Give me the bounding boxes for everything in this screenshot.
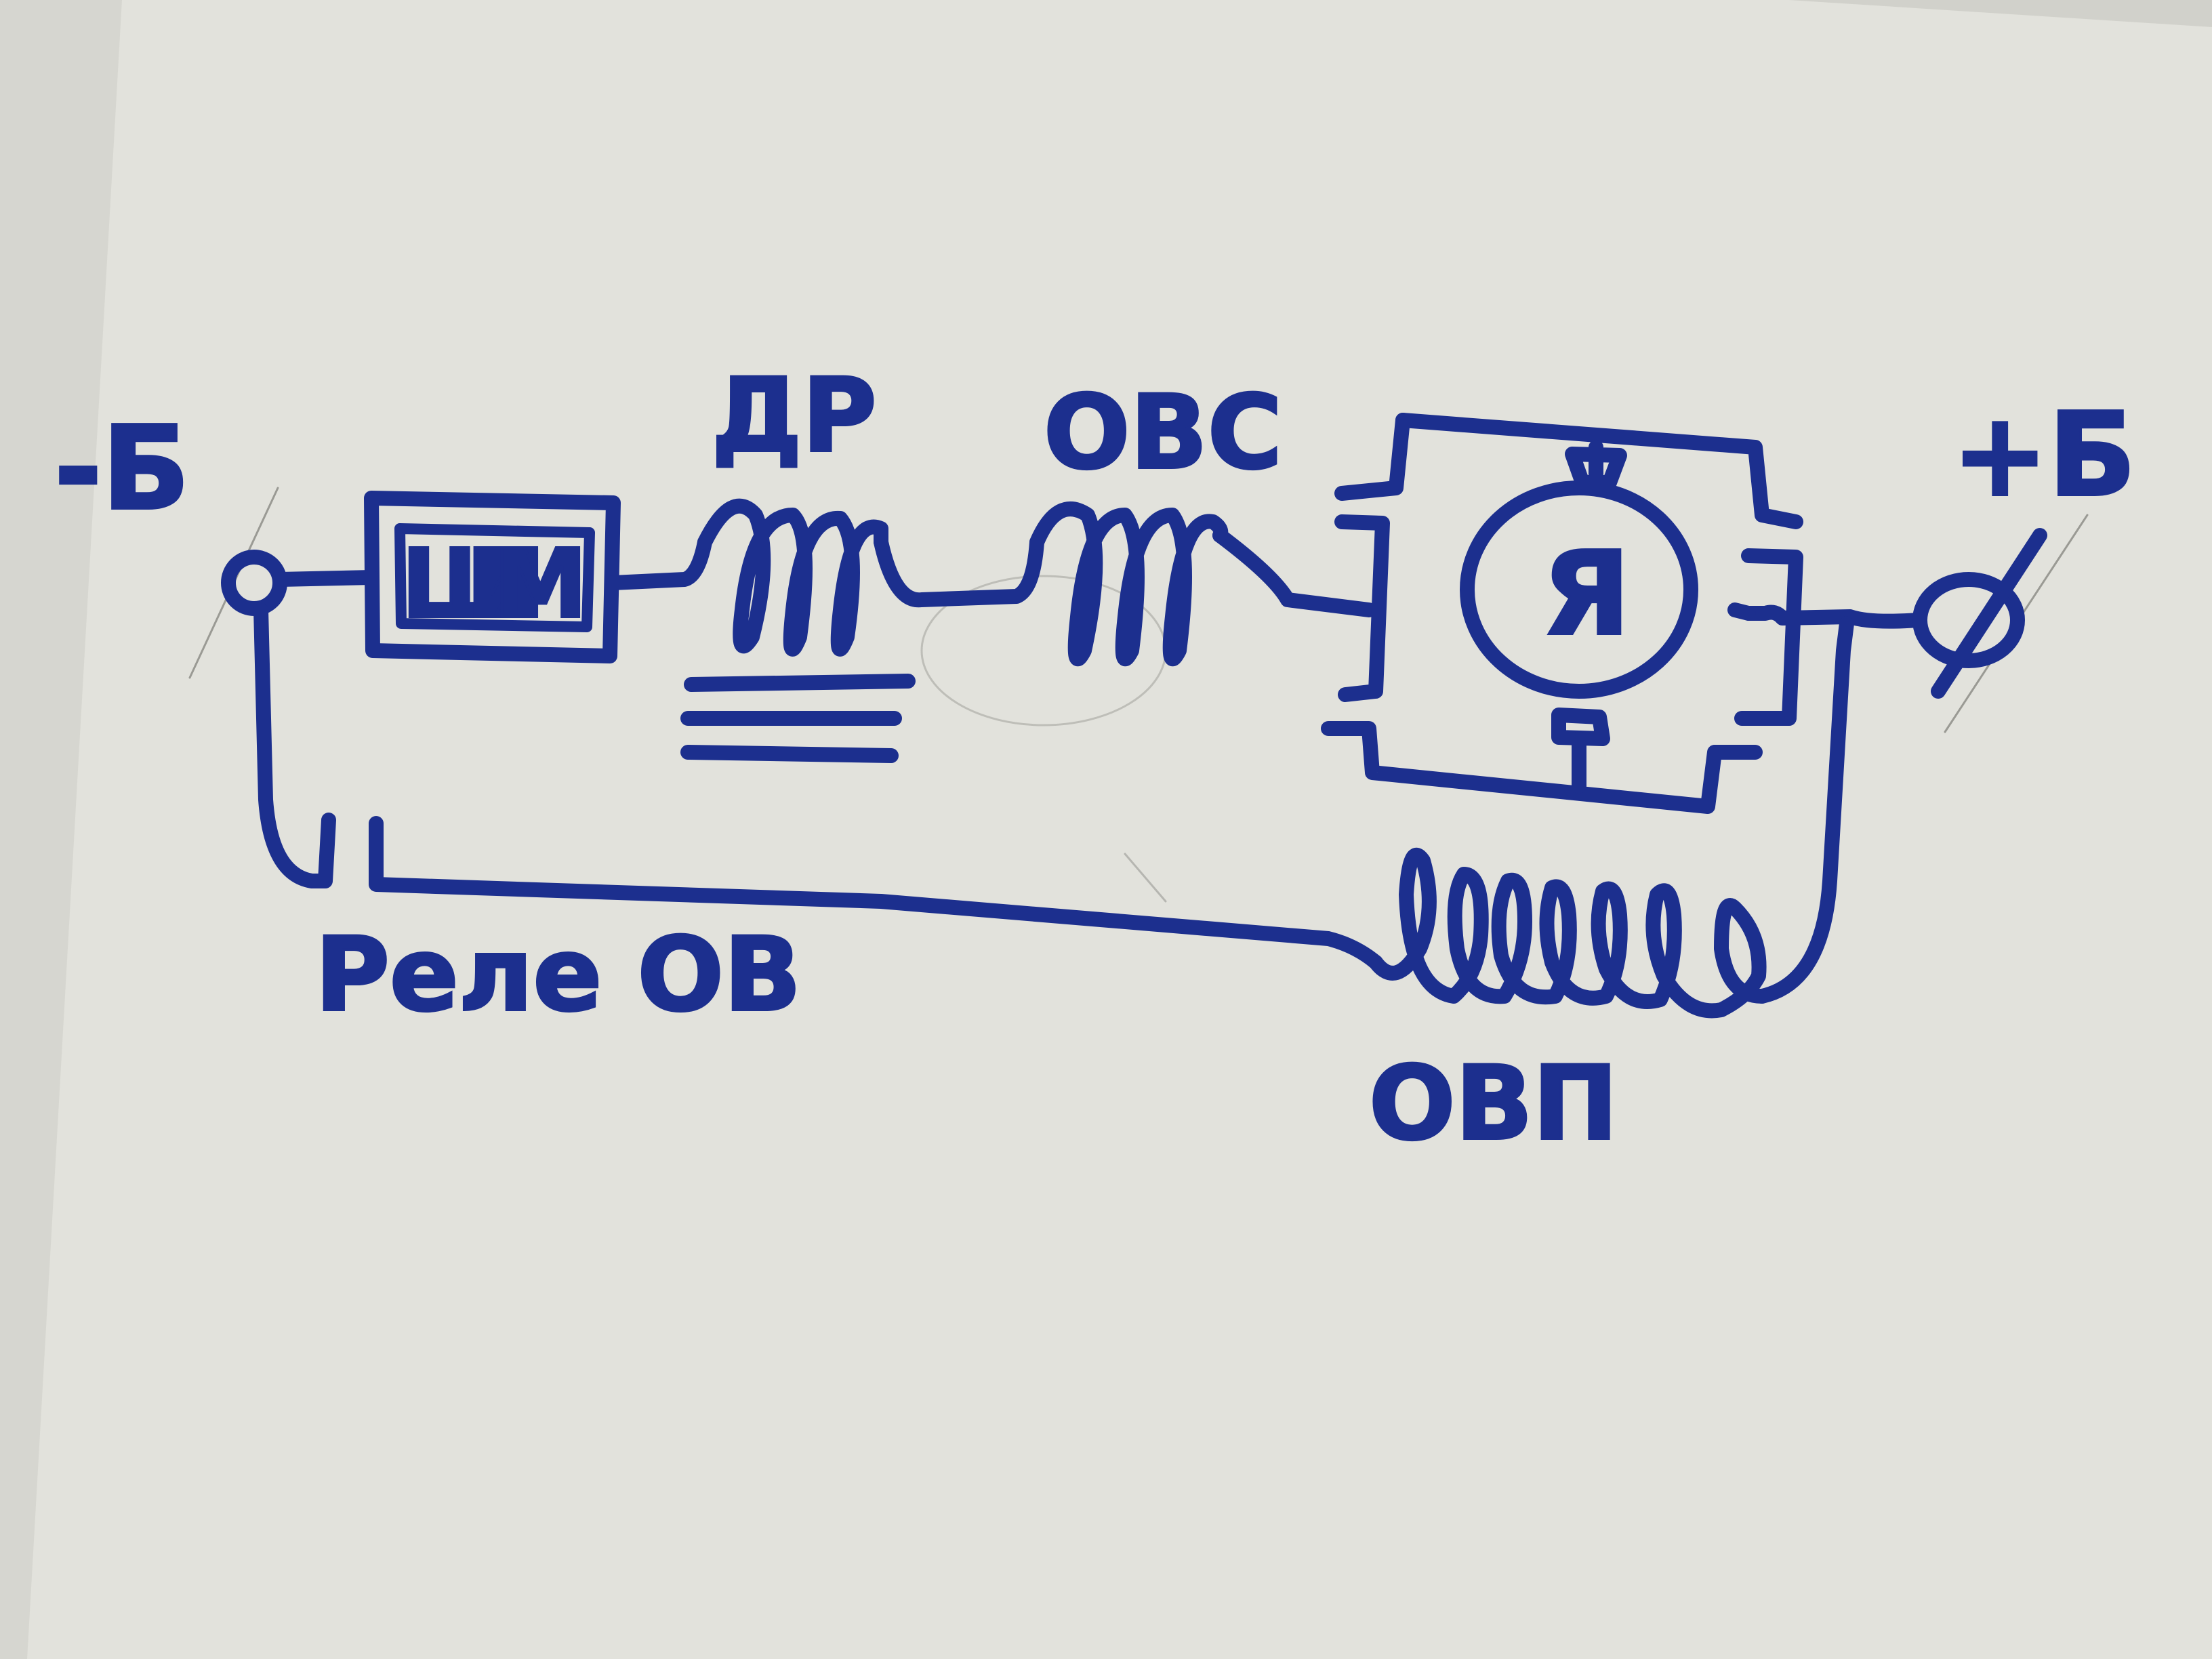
main-wiring — [253, 528, 1925, 1004]
motor-frame — [1321, 413, 1803, 814]
relay-label: Реле ОВ — [315, 916, 801, 1034]
armature-label: Я — [1542, 527, 1631, 661]
paper-shadow-left — [0, 0, 122, 1659]
positive-terminal-label: +Б — [1952, 388, 2136, 523]
pwm-block — [364, 491, 621, 663]
choke-coil — [680, 498, 916, 763]
positive-terminal — [1912, 528, 2047, 699]
series-winding-coil — [1029, 501, 1229, 667]
paper-edge-top — [1789, 0, 2212, 27]
choke-label: ДР — [712, 357, 877, 475]
parallel-winding-label: ОВП — [1369, 1045, 1618, 1163]
negative-terminal-label: -Б — [54, 402, 190, 536]
parallel-winding-coil — [1368, 847, 1769, 1019]
armature — [1460, 440, 1698, 794]
pwm-label: ШИМ — [401, 529, 588, 640]
series-winding-label: ОВС — [1044, 374, 1282, 492]
